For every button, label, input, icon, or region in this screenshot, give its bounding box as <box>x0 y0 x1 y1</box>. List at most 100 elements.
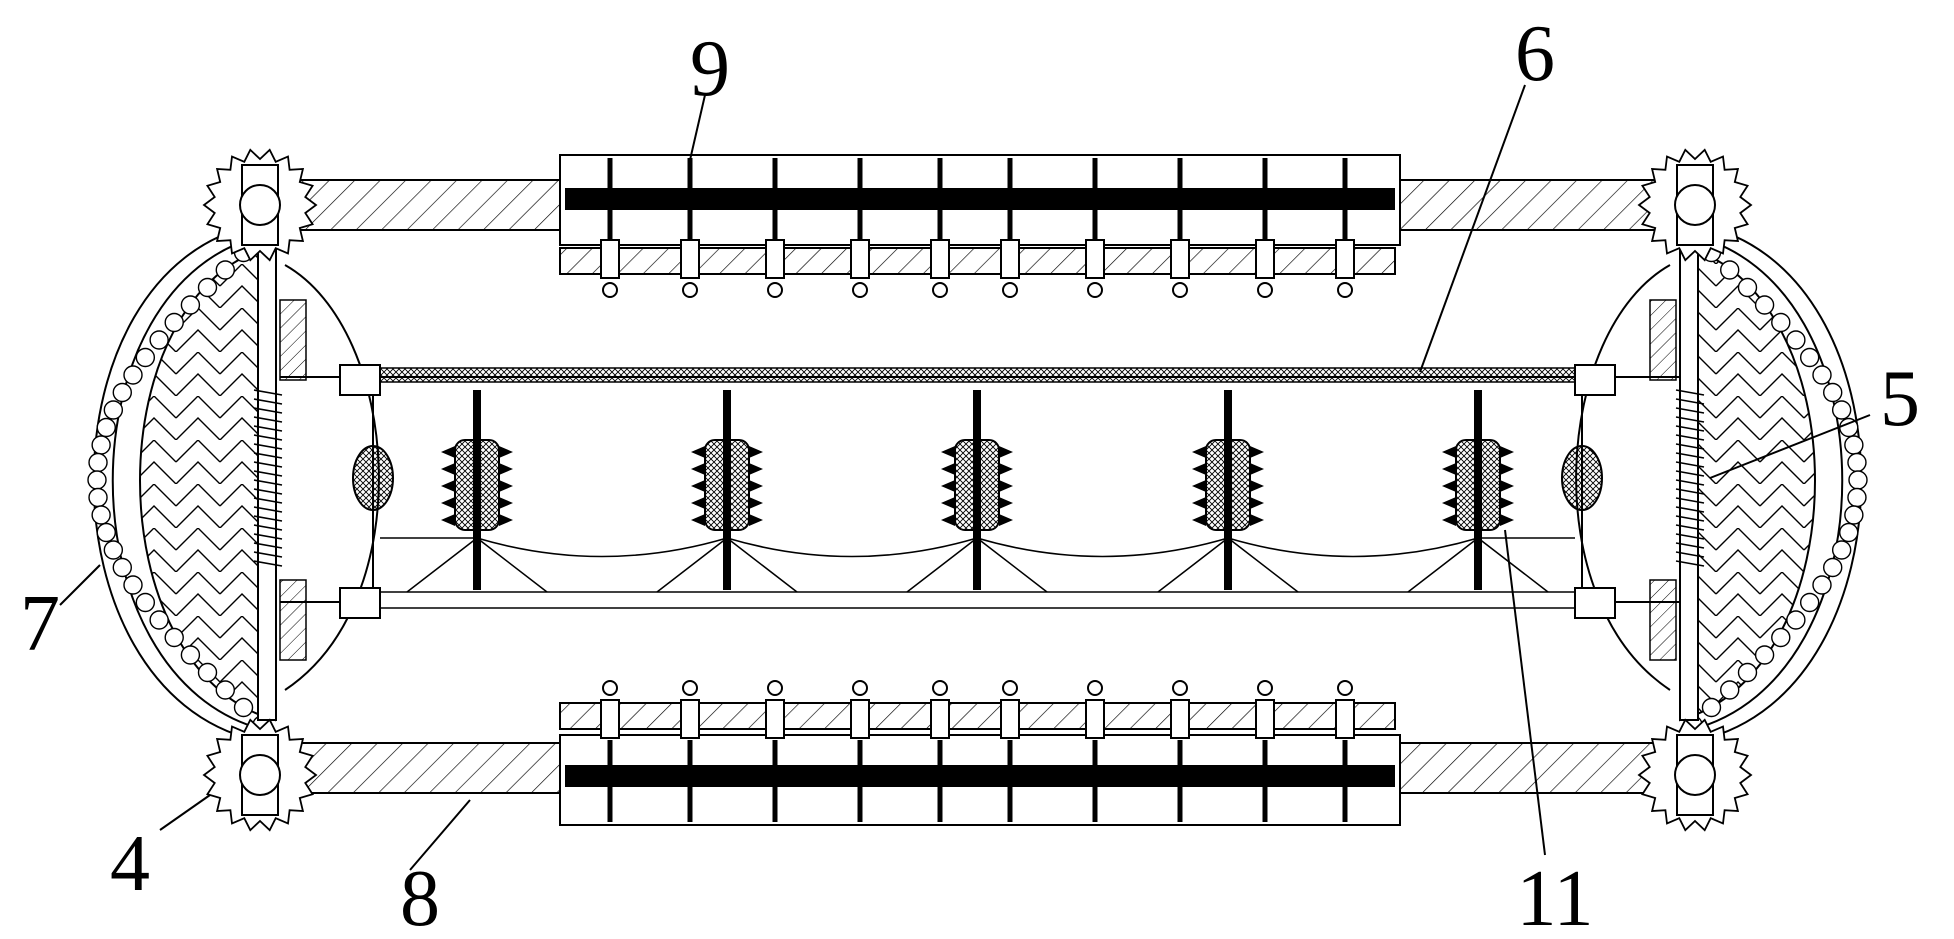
brush-tip <box>1257 680 1273 696</box>
brush-holder <box>1085 699 1105 739</box>
brush-tip <box>1172 282 1188 298</box>
roller-body <box>1455 439 1501 531</box>
center-rails <box>280 364 1680 619</box>
rim-bead <box>112 382 132 403</box>
roller-body <box>1205 439 1251 531</box>
callout-8: 8 <box>400 855 440 939</box>
rim-bead <box>96 522 116 543</box>
rim-bead <box>123 365 143 385</box>
brush-tip <box>1002 282 1018 298</box>
roller-tooth <box>1442 514 1456 526</box>
callout-4: 4 <box>110 820 150 908</box>
roller-tooth <box>691 463 705 475</box>
rim-bead <box>180 295 201 315</box>
roller-tooth <box>499 497 513 509</box>
callout-6: 6 <box>1515 10 1555 98</box>
rim-bead <box>103 400 124 420</box>
roller-tooth <box>441 463 455 475</box>
rim-bead <box>164 312 184 333</box>
rim-bead <box>1799 592 1820 613</box>
rim-bead <box>1701 697 1722 718</box>
rim-bead <box>88 452 108 473</box>
brush-holder <box>765 699 785 739</box>
roller-tooth <box>1250 446 1264 458</box>
rim-bead <box>96 417 116 438</box>
brush-holder <box>930 239 950 279</box>
roller-tooth <box>1442 497 1456 509</box>
brush-holder <box>600 699 620 739</box>
roller-tooth <box>749 480 763 492</box>
rim-bead <box>135 592 156 613</box>
rim-bead <box>164 627 184 648</box>
roller-tooth <box>999 463 1013 475</box>
roller-tooth <box>941 514 955 526</box>
roller-tooth <box>1192 514 1206 526</box>
rim-bead <box>1786 610 1806 630</box>
brush-tip <box>602 680 618 696</box>
rim-bead <box>1771 627 1791 648</box>
roller-tooth <box>1250 514 1264 526</box>
brush-tip <box>767 282 783 298</box>
right-end-cap <box>1679 224 1868 741</box>
drive-gears <box>202 148 1753 832</box>
rim-bead <box>87 470 107 490</box>
brush-tip <box>1257 282 1273 298</box>
roller-tooth <box>1442 446 1456 458</box>
roller-tooth <box>941 480 955 492</box>
rim-bead <box>1847 452 1867 473</box>
roller-tooth <box>999 446 1013 458</box>
brush-holder <box>765 239 785 279</box>
rim-bead <box>1737 277 1758 298</box>
rim-bead <box>1786 330 1806 350</box>
brush-holder <box>680 699 700 739</box>
roller-tooth <box>441 514 455 526</box>
roller-tooth <box>749 463 763 475</box>
rim-bead <box>1839 522 1859 543</box>
rim-bead <box>149 330 169 350</box>
brush-holder <box>850 699 870 739</box>
rim-bead <box>91 505 111 525</box>
roller-tooth <box>749 514 763 526</box>
rim-bead <box>135 347 156 368</box>
gear-axle <box>239 754 281 796</box>
brush-tip <box>1087 680 1103 696</box>
rim-bead <box>1771 312 1791 333</box>
support-strut <box>1407 537 1549 593</box>
roller-tooth <box>1192 463 1206 475</box>
top-belt <box>249 154 1706 298</box>
brush-holder <box>1000 239 1020 279</box>
brush-tip <box>682 680 698 696</box>
rim-bead <box>180 645 201 665</box>
side-frames <box>253 229 1705 721</box>
rim-bead <box>112 557 132 578</box>
rim-bead <box>1720 260 1740 280</box>
callout-9: 9 <box>690 25 730 113</box>
rim-bead <box>1831 540 1852 560</box>
brush-tip <box>932 282 948 298</box>
brush-holder <box>1335 239 1355 279</box>
roller-tooth <box>499 480 513 492</box>
roller-tooth <box>749 446 763 458</box>
roller-tooth <box>691 514 705 526</box>
rim-bead <box>1831 400 1852 420</box>
roller-tooth <box>1192 497 1206 509</box>
rim-bead <box>1812 575 1832 595</box>
brush-tip <box>852 282 868 298</box>
rim-bead <box>233 697 254 718</box>
rim-bead <box>149 610 169 630</box>
roller-tooth <box>1250 463 1264 475</box>
brush-holder <box>1255 239 1275 279</box>
roller-tooth <box>499 463 513 475</box>
rim-bead <box>197 662 218 683</box>
brush-holder <box>1170 239 1190 279</box>
callout-5: 5 <box>1880 355 1920 443</box>
roller-tooth <box>441 446 455 458</box>
callout-11: 11 <box>1516 855 1593 939</box>
brush-tip <box>852 680 868 696</box>
roller-tooth <box>1500 497 1514 509</box>
brush-holder <box>1335 699 1355 739</box>
rim-bead <box>1737 662 1758 683</box>
support-strut <box>1157 537 1299 593</box>
support-strut <box>656 537 798 593</box>
roller-tooth <box>749 497 763 509</box>
